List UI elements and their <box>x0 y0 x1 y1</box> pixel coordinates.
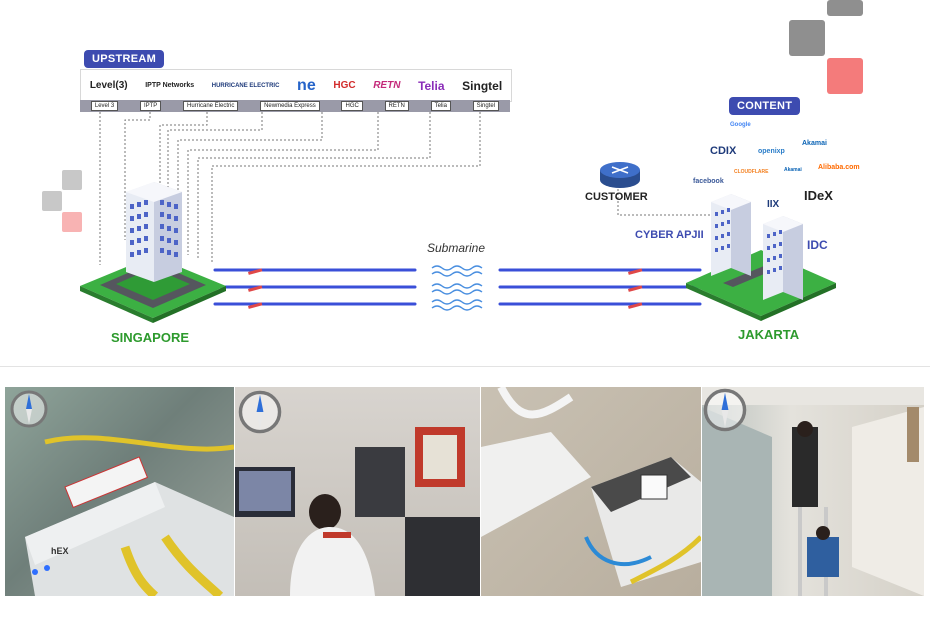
provider-tag: HGC <box>341 101 363 111</box>
idc-logo: IDC <box>807 238 828 252</box>
facebook-logo: facebook <box>693 178 724 185</box>
hurricane-electric-logo: HURRICANE ELECTRIC <box>211 82 280 89</box>
akamai-logo-2: Akamai <box>784 167 802 173</box>
converter-photo-scene <box>481 387 701 587</box>
provider-tag: RETN <box>384 101 409 111</box>
provider-tag: Telia <box>430 101 451 111</box>
technician-photo <box>235 387 480 596</box>
provider-tag: IPTP <box>139 101 162 111</box>
ladder-photo <box>702 387 924 596</box>
provider-tag: Level 3 <box>90 101 119 111</box>
provider-label-row: Level 3 IPTP Hurricane Electric Newmedia… <box>80 100 510 112</box>
technician-photo-scene <box>235 427 480 596</box>
google-logo: Google <box>730 122 751 128</box>
customer-label: CUSTOMER <box>585 191 648 203</box>
device-model-label: hEX <box>51 546 69 556</box>
router-icon <box>600 162 640 188</box>
jakarta-label: JAKARTA <box>738 327 800 342</box>
content-badge: CONTENT <box>729 97 801 115</box>
router-photo-scene <box>25 435 234 596</box>
section-divider <box>0 366 930 367</box>
compass-icon <box>238 390 282 434</box>
compass-icon <box>10 390 48 428</box>
provider-logo-row: Level(3) IPTP Networks HURRICANE ELECTRI… <box>80 69 512 102</box>
provider-tag: Singtel <box>472 101 500 111</box>
upstream-provider-strip: Level(3) IPTP Networks HURRICANE ELECTRI… <box>80 69 512 112</box>
singtel-logo: Singtel <box>462 78 503 93</box>
retn-logo: RETN <box>373 80 401 91</box>
submarine-label: Submarine <box>427 241 486 255</box>
provider-tag: Newmedia Express <box>260 101 320 111</box>
level3-logo: Level(3) <box>89 80 128 91</box>
decorative-squares-top-right <box>789 0 863 94</box>
ladder-photo-scene <box>702 387 924 596</box>
idex-logo: IDeX <box>804 188 833 203</box>
network-diagram: UPSTREAM Level(3) IPTP Networks HURRICAN… <box>42 0 863 345</box>
singapore-label: SINGAPORE <box>111 330 190 345</box>
cdix-logo: CDIX <box>710 145 737 157</box>
compass-icon <box>703 388 747 432</box>
iptp-logo: IPTP Networks <box>145 82 195 89</box>
iix-logo: IIX <box>767 199 780 210</box>
telia-logo: Telia <box>418 78 445 93</box>
router-photo: hEX <box>5 387 234 596</box>
cloudflare-logo: CLOUDFLARE <box>734 169 769 175</box>
upstream-badge: UPSTREAM <box>84 50 165 68</box>
cyber-apjii-label: CYBER APJII <box>635 229 704 241</box>
provider-tag: Hurricane Electric <box>183 101 239 111</box>
media-converter-photo <box>481 387 701 596</box>
ne-logo: ne <box>297 76 316 94</box>
alibaba-logo: Alibaba.com <box>818 164 860 171</box>
jakarta-building-illustration <box>686 194 836 321</box>
decorative-squares-left <box>42 170 82 232</box>
singapore-building-illustration <box>80 182 226 323</box>
openixp-logo: openixp <box>758 148 785 155</box>
akamai-logo: Akamai <box>802 140 827 147</box>
hgc-logo: HGC <box>333 80 356 91</box>
